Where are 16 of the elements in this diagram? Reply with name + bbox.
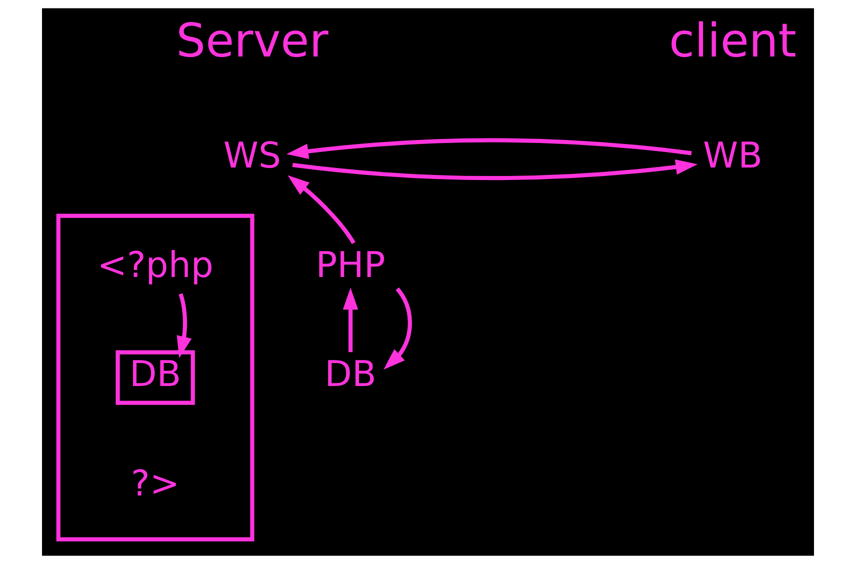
arrow xyxy=(286,138,692,159)
node-text: DB xyxy=(324,354,376,396)
arrow xyxy=(176,293,192,358)
node-text: WS xyxy=(223,136,282,177)
node-text: PHP xyxy=(316,244,386,286)
arrow xyxy=(292,159,698,180)
arrow xyxy=(384,288,412,370)
arrow xyxy=(342,288,358,352)
node-text: <?php xyxy=(97,244,214,286)
label: client xyxy=(669,13,797,68)
node-box: DB xyxy=(116,350,195,405)
cluster xyxy=(56,214,254,542)
node-text: ?> xyxy=(131,463,180,504)
arrow xyxy=(288,175,356,244)
node-text: WB xyxy=(703,136,762,177)
label: Server xyxy=(176,13,328,68)
